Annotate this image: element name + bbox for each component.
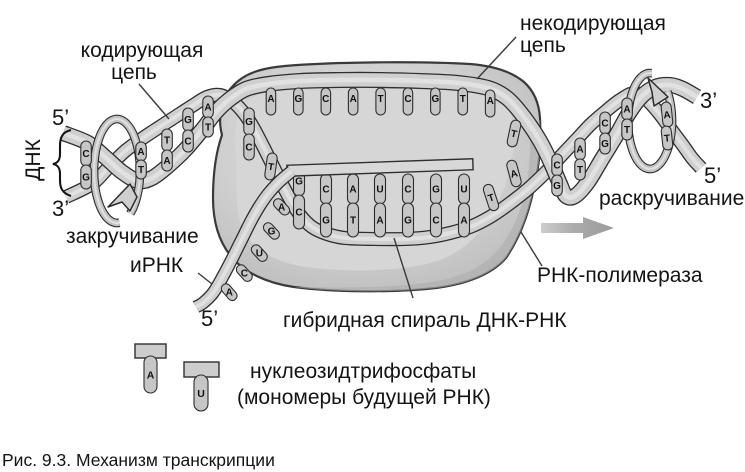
svg-text:нуклеозидтрифосфаты: нуклеозидтрифосфаты	[250, 360, 476, 383]
svg-text:A: A	[267, 94, 274, 105]
svg-text:G: G	[82, 173, 90, 184]
svg-text:A: A	[487, 96, 494, 107]
svg-text:U: U	[256, 249, 263, 260]
svg-text:3’: 3’	[52, 196, 69, 221]
svg-text:G: G	[601, 139, 609, 150]
svg-text:T: T	[267, 162, 275, 174]
svg-text:G: G	[553, 181, 561, 192]
svg-text:A: A	[663, 110, 671, 122]
svg-text:U: U	[197, 388, 205, 400]
svg-text:G: G	[245, 117, 253, 128]
svg-text:C: C	[601, 119, 608, 130]
svg-text:РНК-полимераза: РНК-полимераза	[537, 264, 703, 287]
svg-text:иРНК: иРНК	[130, 254, 184, 277]
svg-text:T: T	[510, 129, 518, 141]
svg-text:C: C	[245, 143, 252, 154]
svg-text:G: G	[295, 177, 303, 188]
svg-text:ДНК: ДНК	[22, 138, 45, 180]
svg-text:A: A	[623, 105, 630, 116]
svg-text:A: A	[376, 216, 383, 227]
svg-text:G: G	[432, 185, 440, 196]
svg-text:G: G	[268, 226, 276, 237]
svg-text:C: C	[322, 185, 329, 196]
svg-text:Рис. 9.3. Механизм транскрипци: Рис. 9.3. Механизм транскрипции	[2, 450, 275, 470]
svg-text:цепь: цепь	[111, 61, 157, 84]
svg-text:G: G	[404, 216, 412, 227]
svg-text:C: C	[82, 149, 89, 160]
svg-text:C: C	[322, 94, 329, 105]
svg-text:A: A	[509, 168, 519, 180]
svg-text:5’: 5’	[704, 163, 721, 188]
svg-text:(мономеры будущей РНК): (мономеры будущей РНК)	[237, 386, 491, 409]
svg-text:A: A	[350, 94, 357, 105]
svg-text:A: A	[204, 103, 211, 114]
svg-text:A: A	[576, 145, 583, 156]
svg-text:T: T	[138, 165, 144, 176]
svg-text:C: C	[553, 161, 560, 172]
svg-text:U: U	[460, 185, 467, 196]
svg-text:G: G	[432, 94, 440, 105]
svg-text:A: A	[226, 288, 233, 299]
svg-text:U: U	[376, 185, 383, 196]
svg-text:A: A	[163, 156, 170, 167]
svg-text:G: G	[322, 216, 330, 227]
svg-text:G: G	[295, 94, 303, 105]
svg-text:A: A	[137, 147, 144, 158]
svg-text:гибридная спираль ДНК-РНК: гибридная спираль ДНК-РНК	[283, 309, 567, 332]
svg-text:T: T	[164, 136, 170, 147]
svg-text:T: T	[205, 123, 211, 134]
svg-text:T: T	[577, 165, 583, 176]
svg-text:C: C	[432, 216, 439, 227]
svg-text:C: C	[404, 185, 411, 196]
svg-text:кодирующая: кодирующая	[81, 39, 204, 62]
svg-text:T: T	[350, 216, 356, 227]
svg-text:A: A	[349, 185, 356, 196]
svg-text:T: T	[487, 192, 496, 204]
svg-text:T: T	[378, 94, 384, 105]
svg-text:5’: 5’	[201, 306, 218, 331]
svg-text:G: G	[184, 115, 192, 126]
svg-text:A: A	[147, 369, 155, 381]
svg-text:A: A	[460, 216, 467, 227]
svg-text:раскручивание: раскручивание	[599, 187, 744, 210]
svg-text:T: T	[460, 94, 466, 105]
svg-text:закручивание: закручивание	[66, 225, 199, 248]
svg-text:A: A	[278, 202, 285, 213]
svg-text:C: C	[184, 137, 191, 148]
svg-text:T: T	[624, 125, 630, 136]
svg-text:T: T	[664, 133, 671, 145]
svg-text:5’: 5’	[52, 105, 69, 130]
svg-text:цепь: цепь	[520, 34, 566, 57]
svg-text:C: C	[404, 94, 411, 105]
svg-text:некодирующая: некодирующая	[520, 12, 666, 35]
svg-text:C: C	[295, 208, 302, 219]
svg-text:3’: 3’	[700, 88, 717, 113]
svg-text:C: C	[241, 269, 248, 280]
